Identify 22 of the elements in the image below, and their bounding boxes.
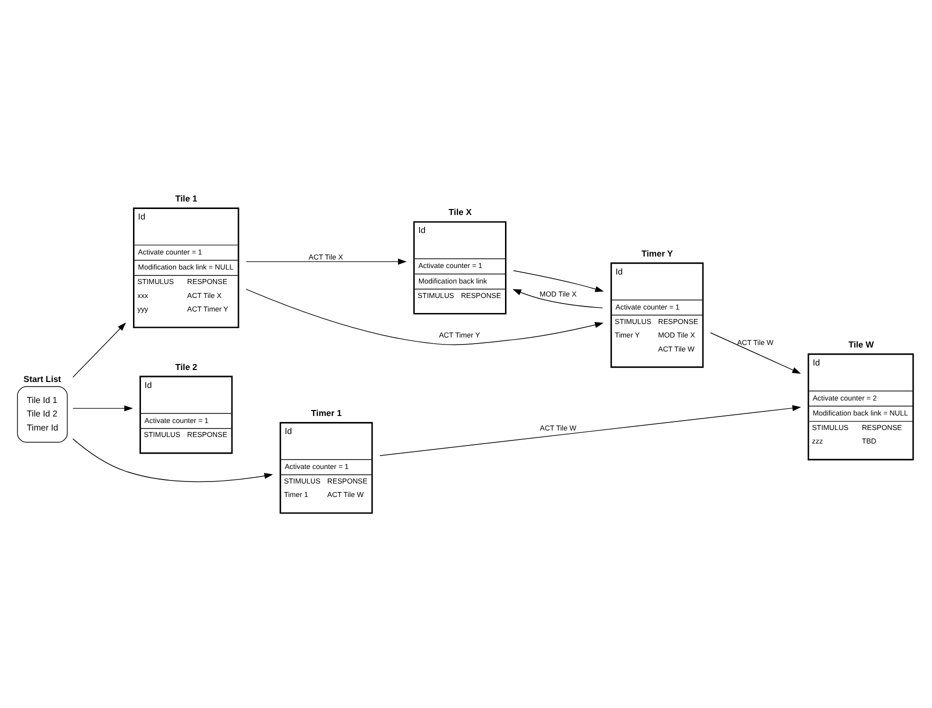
arrow: [246, 258, 407, 264]
node-label: Timer Y: [642, 248, 673, 258]
arrow: [246, 288, 604, 345]
arrow: [380, 404, 802, 456]
node-label: Start List: [24, 374, 62, 384]
arrow: [72, 404, 133, 411]
arrow: [512, 288, 604, 308]
edge-label: MOD Tile X: [540, 288, 577, 298]
arrow: [72, 438, 274, 482]
arrow: [710, 332, 801, 374]
edge-label: ACT Tile X: [308, 252, 344, 262]
node-label: Tile 1: [175, 192, 198, 203]
node-label: Timer 1: [311, 407, 342, 418]
node-label: Tile X: [448, 206, 472, 217]
edge-label: ACT Tile W: [540, 423, 576, 432]
edge-label: ACT Timer Y: [438, 330, 480, 340]
node-box: Tile Id 1 Tile Id 2 Timer Id: [17, 386, 68, 442]
arrow: [72, 322, 126, 378]
edge-label: ACT Tile W: [737, 337, 774, 346]
node-label: Tile W: [848, 338, 874, 349]
arrow: [512, 270, 604, 292]
node-label: Tile 2: [175, 361, 198, 372]
